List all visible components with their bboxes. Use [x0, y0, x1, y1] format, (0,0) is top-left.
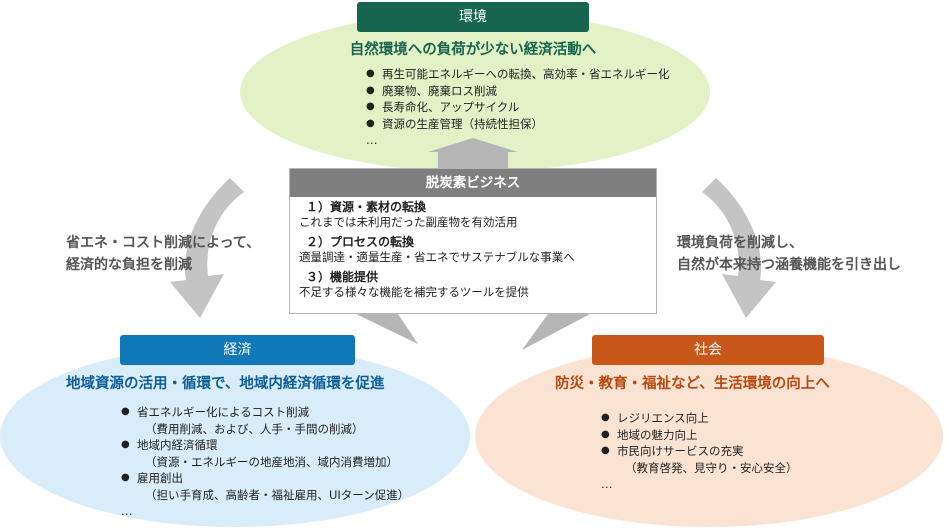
society-bullet-list: レジリエンス向上 地域の魅力向上 市民向けサービスの充実 （教育啓発、見守り・安心… [601, 410, 798, 493]
list-item-note: （費用削減、および、人手・手間の削減） [145, 421, 364, 436]
list-item: 市民向けサービスの充実 （教育啓発、見守り・安心安全） [601, 443, 798, 476]
environment-bullet-list: 再生可能エネルギーへの転換、高効率・省エネルギー化 廃棄物、廃棄ロス削減 長寿命… [366, 66, 670, 149]
center-item-desc: これまでは未利用だった副産物を有効活用 [299, 215, 518, 229]
list-item-text: レジリエンス向上 [617, 411, 709, 425]
up-arrow [428, 138, 518, 168]
list-item-text: 地域内経済循環 [137, 438, 218, 452]
left-curved-arrow [170, 178, 244, 318]
center-title: 脱炭素ビジネス [290, 169, 656, 197]
environment-subtitle: 自然環境への負荷が少ない経済活動へ [349, 42, 597, 58]
more-ellipsis: … [121, 504, 135, 518]
center-item-title: ３）機能提供 [306, 270, 379, 284]
economy-subtitle: 地域資源の活用・循環で、地域内経済循環を促進 [66, 376, 385, 392]
environment-header: 環境 [357, 2, 589, 32]
list-item: 再生可能エネルギーへの転換、高効率・省エネルギー化 [366, 66, 670, 83]
list-item-text: 地域の魅力向上 [617, 427, 698, 442]
list-item-note: （教育啓発、見守り・安心安全） [625, 460, 798, 475]
list-item-text: 市民向けサービスの充実 [617, 444, 744, 458]
list-item-note: （担い手育成、高齢者・福祉雇用、UIターン促進） [145, 487, 410, 502]
list-item: 雇用創出 （担い手育成、高齢者・福祉雇用、UIターン促進） [121, 470, 409, 503]
left-side-line: 経済的な負担を削減 [66, 257, 192, 273]
list-item-text: 省エネルギー化によるコスト削減 [137, 405, 310, 419]
center-box: 脱炭素ビジネス １）資源・素材の転換 これまでは未利用だった副産物を有効活用 ２… [289, 168, 657, 314]
society-header: 社会 [592, 335, 824, 365]
center-item-desc: 適量調達・適量生産・省エネでサステナブルな事業へ [299, 250, 575, 264]
society-subtitle: 防災・教育・福祉など、生活環境の向上へ [555, 376, 830, 392]
economy-bullet-list: 省エネルギー化によるコスト削減 （費用削減、および、人手・手間の削減） 地域内経済… [121, 404, 409, 520]
list-item-text: 雇用創出 [137, 471, 183, 485]
right-side-line: 環境負荷を削減し、 [677, 235, 803, 251]
center-item: １）資源・素材の転換 これまでは未利用だった副産物を有効活用 [290, 200, 656, 230]
more-ellipsis: … [601, 477, 615, 491]
center-item-desc: 不足する様々な機能を補完するツールを提供 [299, 285, 529, 299]
center-item-title: １）資源・素材の転換 [306, 200, 427, 214]
economy-wedge [356, 314, 418, 344]
center-item: ２）プロセスの転換 適量調達・適量生産・省エネでサステナブルな事業へ [290, 235, 656, 265]
right-side-text: 環境負荷を削減し、 自然が本来持つ涵養機能を引き出し [677, 232, 901, 276]
list-item: 資源の生産管理（持続性担保） [366, 116, 670, 133]
society-wedge [522, 314, 590, 350]
more-ellipsis: … [366, 133, 380, 147]
center-item-title: ２）プロセスの転換 [306, 235, 415, 249]
right-side-line: 自然が本来持つ涵養機能を引き出し [677, 257, 901, 273]
list-item: 省エネルギー化によるコスト削減 （費用削減、および、人手・手間の削減） [121, 404, 409, 437]
list-item-note: （資源・エネルギーの地産地消、域内消費増加） [145, 454, 398, 469]
list-item: 廃棄物、廃棄ロス削減 [366, 83, 670, 100]
list-item: 長寿命化、アップサイクル [366, 99, 670, 116]
left-side-text: 省エネ・コスト削減によって、 経済的な負担を削減 [66, 232, 260, 276]
list-item: 地域内経済循環 （資源・エネルギーの地産地消、域内消費増加） [121, 437, 409, 470]
left-side-line: 省エネ・コスト削減によって、 [66, 235, 261, 251]
economy-header: 経済 [120, 335, 355, 365]
list-item: レジリエンス向上 [601, 410, 798, 427]
list-item: 地域の魅力向上 [601, 427, 798, 444]
center-item: ３）機能提供 不足する様々な機能を補完するツールを提供 [290, 270, 656, 300]
right-curved-arrow [702, 178, 776, 318]
